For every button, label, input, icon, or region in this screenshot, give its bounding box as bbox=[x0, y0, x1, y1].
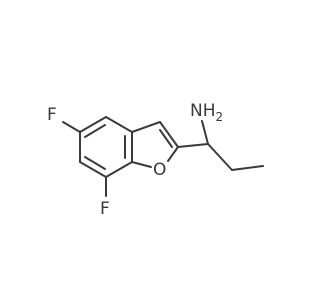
bond-o-c7a bbox=[131, 161, 152, 168]
amine-label: NH2 bbox=[190, 101, 223, 124]
bond-calpha-cb bbox=[207, 143, 233, 171]
bond-c2-o bbox=[167, 146, 179, 162]
bond-c2-calpha bbox=[177, 143, 209, 148]
bond-c3a-c3 bbox=[131, 121, 161, 133]
bond-calpha-n bbox=[201, 120, 209, 145]
bond-c5-f bbox=[62, 121, 81, 133]
bond-c6-c7-inner bbox=[84, 156, 106, 170]
structure-diagram: NH2 O F F bbox=[47, 101, 264, 219]
oxygen-label: O bbox=[153, 160, 166, 180]
bond-c3-c2 bbox=[159, 121, 179, 148]
bond-c3a-c4 bbox=[105, 116, 133, 133]
bond-c3-c2-inner bbox=[159, 129, 173, 148]
bond-c6-c7 bbox=[79, 161, 107, 178]
bond-cb-cc bbox=[231, 165, 264, 171]
bond-c4-c5-inner bbox=[84, 124, 106, 138]
fluorine-label-top: F bbox=[47, 105, 57, 125]
fluorine-label-bottom: F bbox=[100, 199, 110, 219]
bond-c4-c5 bbox=[79, 116, 107, 133]
bond-c7-c7a bbox=[105, 161, 133, 178]
molecule-drawing: NH2 O F F bbox=[47, 101, 264, 219]
